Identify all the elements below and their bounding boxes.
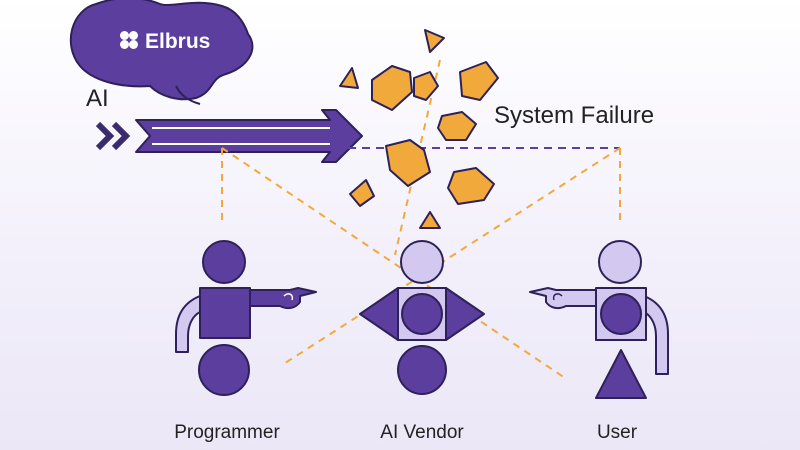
logo-cloud-tail xyxy=(175,85,201,105)
programmer-head xyxy=(202,240,246,284)
programmer-torso xyxy=(199,287,251,339)
outcome-label: System Failure xyxy=(494,102,654,129)
responsibility-lines xyxy=(221,59,621,379)
role-label-ai-vendor: AI Vendor xyxy=(380,422,464,443)
shard-icon xyxy=(339,29,499,229)
ai-vendor-figure xyxy=(359,240,485,395)
programmer-figure xyxy=(175,240,317,396)
user-back-arm xyxy=(643,295,669,375)
user-head xyxy=(598,240,642,284)
elbrus-logo: Elbrus xyxy=(69,0,254,105)
programmer-pointing-arm xyxy=(249,287,317,310)
arrow-body xyxy=(135,109,363,163)
line-programmer-cross xyxy=(221,147,566,379)
programmer-body xyxy=(198,344,250,396)
programmer-back-arm xyxy=(175,295,201,353)
pointing-hand-icon xyxy=(283,293,294,301)
chevron-1 xyxy=(95,121,115,151)
user-core xyxy=(600,293,642,335)
user-figure xyxy=(529,240,669,399)
user-pointing-arm xyxy=(529,287,597,310)
vendor-body xyxy=(397,345,447,395)
logo-name: Elbrus xyxy=(145,30,210,53)
line-user-cross xyxy=(281,147,621,366)
clover-icon xyxy=(120,31,138,49)
arrow-label: AI xyxy=(86,85,109,112)
vendor-head xyxy=(400,240,444,284)
role-label-programmer: Programmer xyxy=(174,422,280,443)
logo-cloud xyxy=(69,0,254,101)
arrow-icon xyxy=(95,109,363,163)
vendor-left-wing xyxy=(359,287,399,341)
vendor-core xyxy=(401,293,443,335)
user-body xyxy=(595,349,647,399)
role-label-user: User xyxy=(597,422,638,443)
pointing-hand-icon xyxy=(552,293,563,301)
vendor-right-wing xyxy=(445,287,485,341)
chevron-2 xyxy=(111,121,131,151)
